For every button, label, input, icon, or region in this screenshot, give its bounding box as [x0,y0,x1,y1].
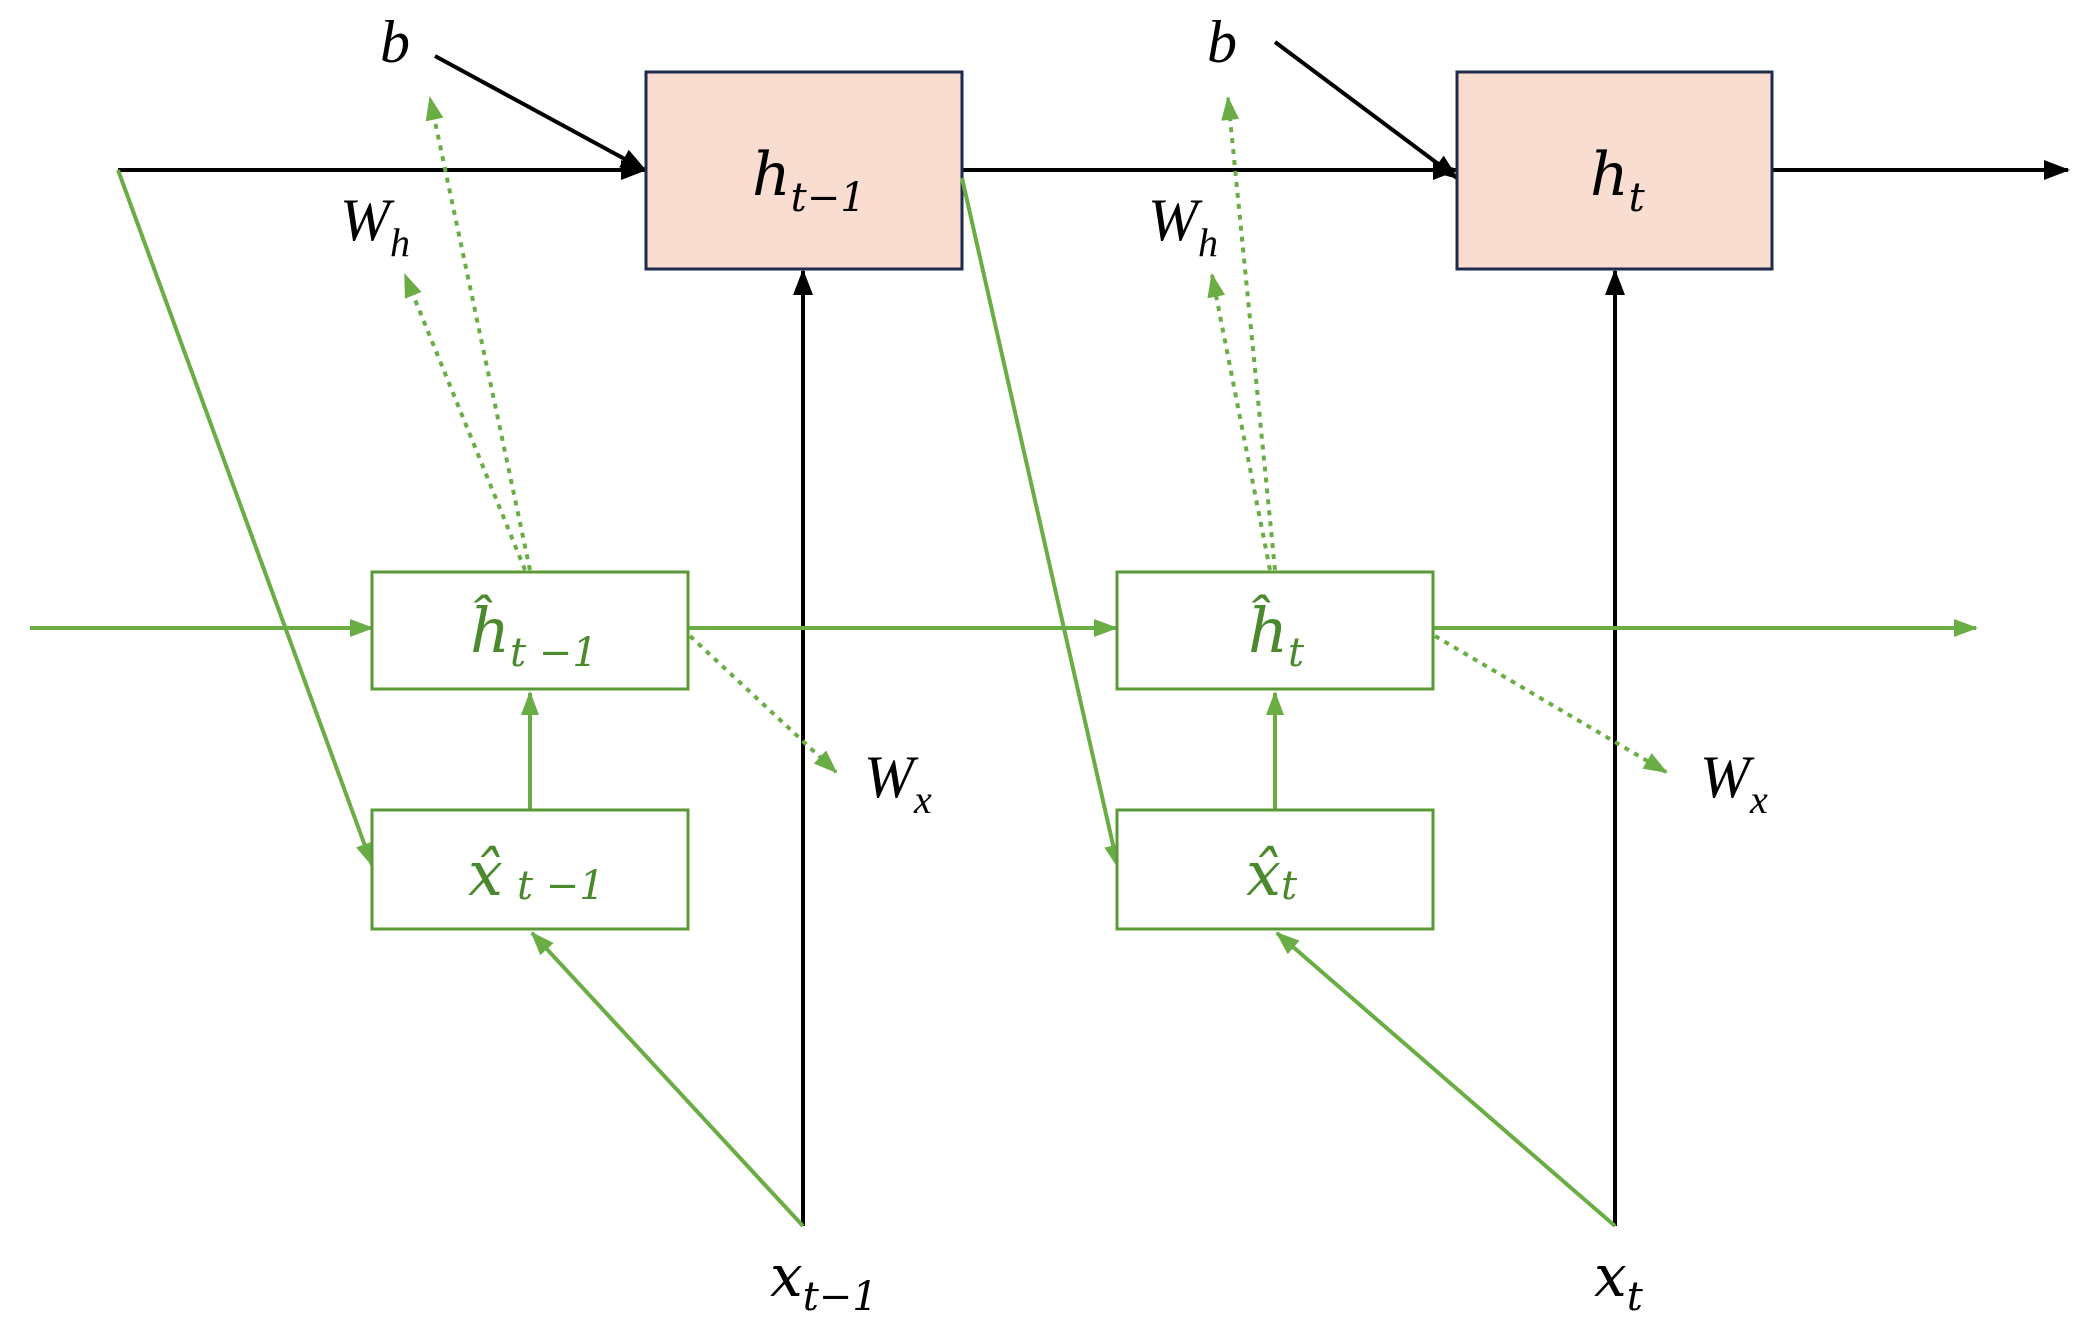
bias-arrow-1 [434,54,647,172]
bias-arrow-2 [1273,40,1459,180]
xhat-cell-label-2: x̂t [1246,837,1298,910]
bias-label-1: b [380,9,410,75]
diag-prev-to-xhat-1 [116,169,374,867]
xhat-cell-box-1 [370,808,690,931]
dotted-to-wh-2 [1207,273,1272,571]
hidden-cell-label-2: ht [1590,140,1646,221]
hhat-cell-box-2 [1115,570,1435,691]
green-row: ĥt −1 ĥt x̂t −1 x̂t Wx Wx [30,96,1978,1228]
weight-h-label-2: Wh [1148,187,1218,265]
top-row: ht−1 ht b b Wh Wh [118,9,2070,1226]
dotted-to-bias-1 [425,96,532,571]
diag-prev-to-xhat-2 [960,177,1122,869]
input-label-1: xt−1 [770,1242,878,1320]
hidden-cell-box-2 [1455,70,1774,271]
bias-label-2: b [1207,9,1237,75]
dotted-to-wx-2 [1433,634,1668,774]
diag-x-to-xhat-2 [1275,931,1617,1228]
diag-x-to-xhat-1 [530,931,805,1228]
dotted-to-wh-1 [403,273,527,571]
weight-x-label-2: Wx [1700,744,1768,822]
dotted-to-wx-1 [688,634,838,774]
weight-h-label-1: Wh [340,187,410,265]
weight-x-label-1: Wx [864,744,932,822]
input-labels: xt−1 xt [770,1242,1644,1320]
hhat-cell-box-1 [370,570,690,691]
input-label-2: xt [1594,1242,1644,1320]
hidden-cell-box-1 [644,70,964,271]
dotted-to-bias-2 [1221,96,1277,571]
hhat-cell-label-1: ĥt −1 [470,594,598,676]
hhat-cell-label-2: ĥt [1248,594,1305,676]
hidden-cell-label-1: ht−1 [752,140,866,221]
xhat-cell-box-2 [1115,808,1435,931]
xhat-cell-label-1: x̂t −1 [468,837,605,910]
